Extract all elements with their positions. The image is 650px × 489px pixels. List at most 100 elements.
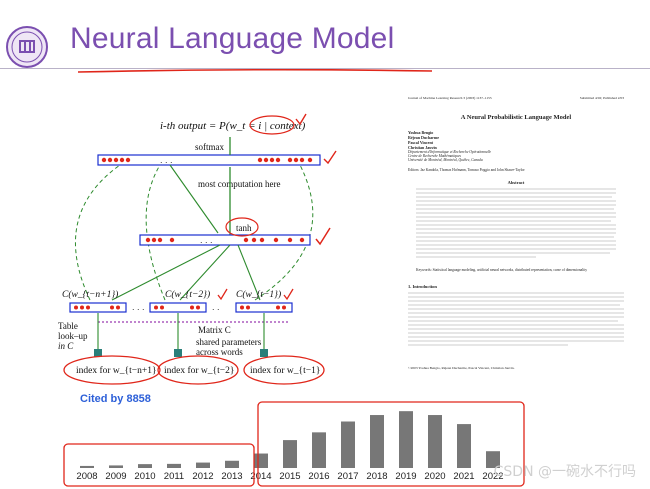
paper-thumbnail: Journal of Machine Learning Research 3 (… <box>402 92 630 384</box>
nplm-architecture-diagram: i-th output = P(w_t = i | context) . . .… <box>58 113 337 385</box>
paper-editors: Editors: Jaz Kandola, Thomas Hofmann, To… <box>408 168 525 172</box>
csdn-watermark: CSDN @一碗水不行吗 <box>493 464 636 480</box>
paper-affil-2: Centre de Recherche Mathématiques <box>408 154 461 158</box>
shared-params-line-2: across words <box>196 347 243 357</box>
index-label-2: index for w_{t−2} <box>164 365 234 376</box>
tick-label-2019: 2019 <box>395 471 416 482</box>
paper-keywords: Keywords: Statistical language modeling,… <box>416 268 588 272</box>
c2-check <box>217 288 228 301</box>
softmax-neurons <box>101 157 313 163</box>
c3-check <box>283 288 294 301</box>
table-lookup-line-1: Table <box>58 321 78 331</box>
tick-label-2020: 2020 <box>424 471 445 482</box>
softmax-check <box>323 150 337 165</box>
dots-between-2: . . <box>212 302 220 312</box>
skip-connection-left <box>75 164 121 301</box>
index-node-1 <box>94 349 102 357</box>
paper-header-left: Journal of Machine Learning Research 3 (… <box>408 96 492 100</box>
tick-label-2008: 2008 <box>76 471 97 482</box>
paper-intro-lines <box>408 292 624 352</box>
softmax-dots: . . . <box>160 155 173 165</box>
table-lookup-line-3: in C <box>58 341 74 351</box>
checkmark <box>295 113 307 126</box>
title-underline <box>76 61 434 73</box>
post-2014-highlight-box <box>257 401 525 487</box>
slide-title: Neural Language Model <box>70 22 395 55</box>
bar-2017 <box>341 421 355 468</box>
tick-label-2021: 2021 <box>453 471 474 482</box>
paper-intro-heading: 1. Introduction <box>408 284 437 289</box>
softmax-label: softmax <box>195 142 224 152</box>
bar-2009 <box>109 465 123 468</box>
tick-label-2012: 2012 <box>192 471 213 482</box>
embedding-box-2 <box>149 302 207 313</box>
cited-by-label: Cited by 8858 <box>80 393 151 405</box>
tanh-check <box>315 227 331 246</box>
tick-label-2013: 2013 <box>221 471 242 482</box>
tick-label-2011: 2011 <box>164 471 184 482</box>
paper-title: A Neural Probabilistic Language Model <box>460 114 572 121</box>
paper-header-right: Submitted 4/02; Published 2/03 <box>579 96 624 100</box>
paper-affil-3: Université de Montréal, Montréal, Québec… <box>408 158 483 162</box>
paper-copyright: ©2003 Yoshua Bengio, Réjean Ducharme, Pa… <box>408 366 515 370</box>
matrix-label: Matrix C <box>198 325 231 335</box>
softmax-layer <box>97 154 321 166</box>
most-computation-label: most computation here <box>198 179 280 189</box>
tick-label-2014: 2014 <box>250 471 271 482</box>
tanh-neurons <box>145 237 305 243</box>
bar-2008 <box>80 465 94 468</box>
tick-label-2018: 2018 <box>366 471 387 482</box>
embedding-box-1 <box>69 302 127 313</box>
index-circle-3 <box>243 355 325 385</box>
title-rule <box>0 68 650 69</box>
dots-between-1: . . . <box>132 302 145 312</box>
bar-2013 <box>225 460 239 468</box>
context-circle <box>249 115 295 135</box>
input3-to-hidden <box>237 244 261 301</box>
bar-2020 <box>428 415 442 468</box>
bar-2015 <box>283 440 297 468</box>
index-node-3 <box>260 349 268 357</box>
paper-author-4: Christian Jauvin <box>408 145 437 150</box>
bar-2019 <box>399 411 413 468</box>
index-label-1: index for w_{t−n+1} <box>76 365 157 376</box>
bar-2011 <box>167 463 181 468</box>
tick-label-2022: 2022 <box>482 471 503 482</box>
index-circle-1 <box>63 355 161 385</box>
paper-abstract-lines <box>416 188 616 268</box>
paper-affil-1: Département d'Informatique et Recherche … <box>408 150 492 154</box>
tanh-dots: . . . <box>200 235 213 245</box>
tanh-layer <box>139 234 311 246</box>
paper-author-3: Pascal Vincent <box>408 140 433 145</box>
c-label-2: C(w_{t−2}) <box>165 289 210 300</box>
tick-label-2016: 2016 <box>308 471 329 482</box>
paper-author-2: Réjean Ducharme <box>408 135 439 140</box>
output-label: i-th output = P(w_t = i | context) <box>160 120 306 132</box>
hidden-to-softmax-line-2 <box>169 164 219 234</box>
bar-2018 <box>370 415 384 468</box>
tick-label-2015: 2015 <box>279 471 300 482</box>
bar-2014 <box>254 453 268 468</box>
pre-2014-highlight-box <box>63 443 255 487</box>
table-lookup-line-2: look–up <box>58 331 88 341</box>
bar-2021 <box>457 424 471 468</box>
index-label-3: index for w_{t−1} <box>250 365 320 376</box>
input2-to-hidden <box>179 244 231 301</box>
index-circle-2 <box>157 355 239 385</box>
embedding-box-3 <box>235 302 293 313</box>
bar-2022 <box>486 451 500 468</box>
skip-connection-mid <box>145 164 166 301</box>
tick-label-2009: 2009 <box>105 471 126 482</box>
c-label-3: C(w_{t−1}) <box>236 289 281 300</box>
tick-label-2010: 2010 <box>134 471 155 482</box>
shared-params-line-1: shared parameters <box>196 337 262 347</box>
tanh-circle <box>225 217 259 237</box>
bar-2010 <box>138 464 152 468</box>
university-logo <box>6 26 48 68</box>
c-label-1: C(w_{t−n+1}) <box>62 289 118 300</box>
index-node-2 <box>174 349 182 357</box>
bar-2012 <box>196 462 210 468</box>
tanh-label: tanh <box>236 223 252 233</box>
skip-connection-right <box>254 164 314 301</box>
